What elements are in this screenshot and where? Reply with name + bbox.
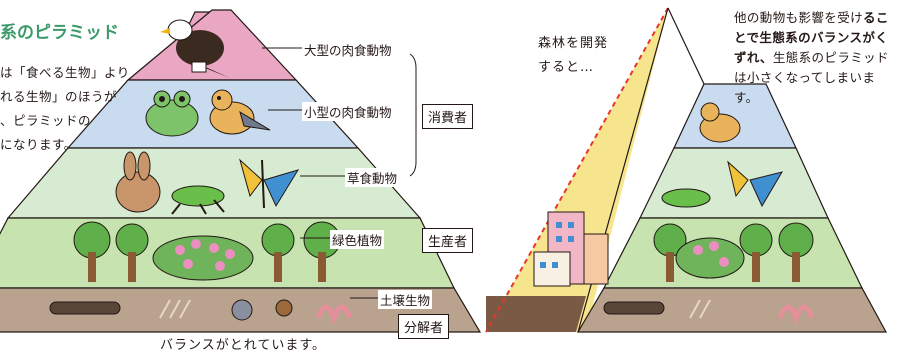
explanation-bold: ることで生態系のバランスがくずれ、: [734, 10, 889, 65]
diagram-title: 系のピラミッド: [0, 23, 119, 43]
explanation-part-2: 生態系のピラミッドは小さくなってしまいます。: [734, 50, 889, 105]
role-producer: 生産者: [422, 228, 474, 253]
role-decomposer: 分解者: [398, 314, 450, 339]
intro-line-2: れる生物」のほうが: [0, 89, 118, 104]
bird-icon: [209, 89, 271, 135]
label-soil-organisms: 土壌生物: [378, 290, 433, 309]
forest-label-line-1: 森林を開発: [538, 36, 609, 51]
developed-soil: [486, 296, 586, 332]
intro-line-3: 、ピラミッドの: [0, 113, 92, 128]
explanation-part-1: 他の動物も影響を受け: [734, 10, 864, 25]
caption: バランスがとれています。: [160, 338, 327, 353]
forest-label-line-2: すると…: [538, 60, 595, 75]
soil-organisms-icon: [49, 299, 353, 326]
flower-bush-icon: [675, 237, 745, 279]
grasshopper-icon: [171, 185, 225, 215]
balanced-pyramid: [0, 9, 482, 333]
grasshopper-icon: [661, 188, 711, 208]
frog-icon: [145, 90, 199, 137]
label-small-carnivore: 小型の肉食動物: [302, 102, 394, 121]
intro-line-1: は「食べる生物」より: [0, 65, 130, 80]
butterfly-icon: [727, 160, 784, 208]
tree-icon: [73, 221, 341, 282]
bird-icon: [699, 102, 741, 143]
label-herbivore: 草食動物: [345, 168, 400, 187]
explanation-text: 他の動物も影響を受けることで生態系のバランスがくずれ、生態系のピラミッドは小さく…: [734, 8, 896, 108]
role-consumer: 消費者: [422, 104, 474, 129]
butterfly-icon: [239, 158, 300, 209]
shrunk-pyramid: [485, 7, 888, 333]
rabbit-icon: [115, 151, 161, 213]
label-green-plants: 緑色植物: [330, 230, 385, 249]
flower-bush-icon: [152, 235, 254, 281]
tree-icon: [653, 222, 814, 282]
eagle-icon: [160, 19, 230, 78]
label-large-carnivore: 大型の肉食動物: [302, 40, 394, 59]
intro-line-4: になります。: [0, 137, 77, 152]
leader-lines: [262, 47, 417, 299]
buildings-icon: [533, 211, 609, 287]
soil-organisms-icon: [603, 299, 815, 326]
cut-line: [485, 7, 669, 333]
